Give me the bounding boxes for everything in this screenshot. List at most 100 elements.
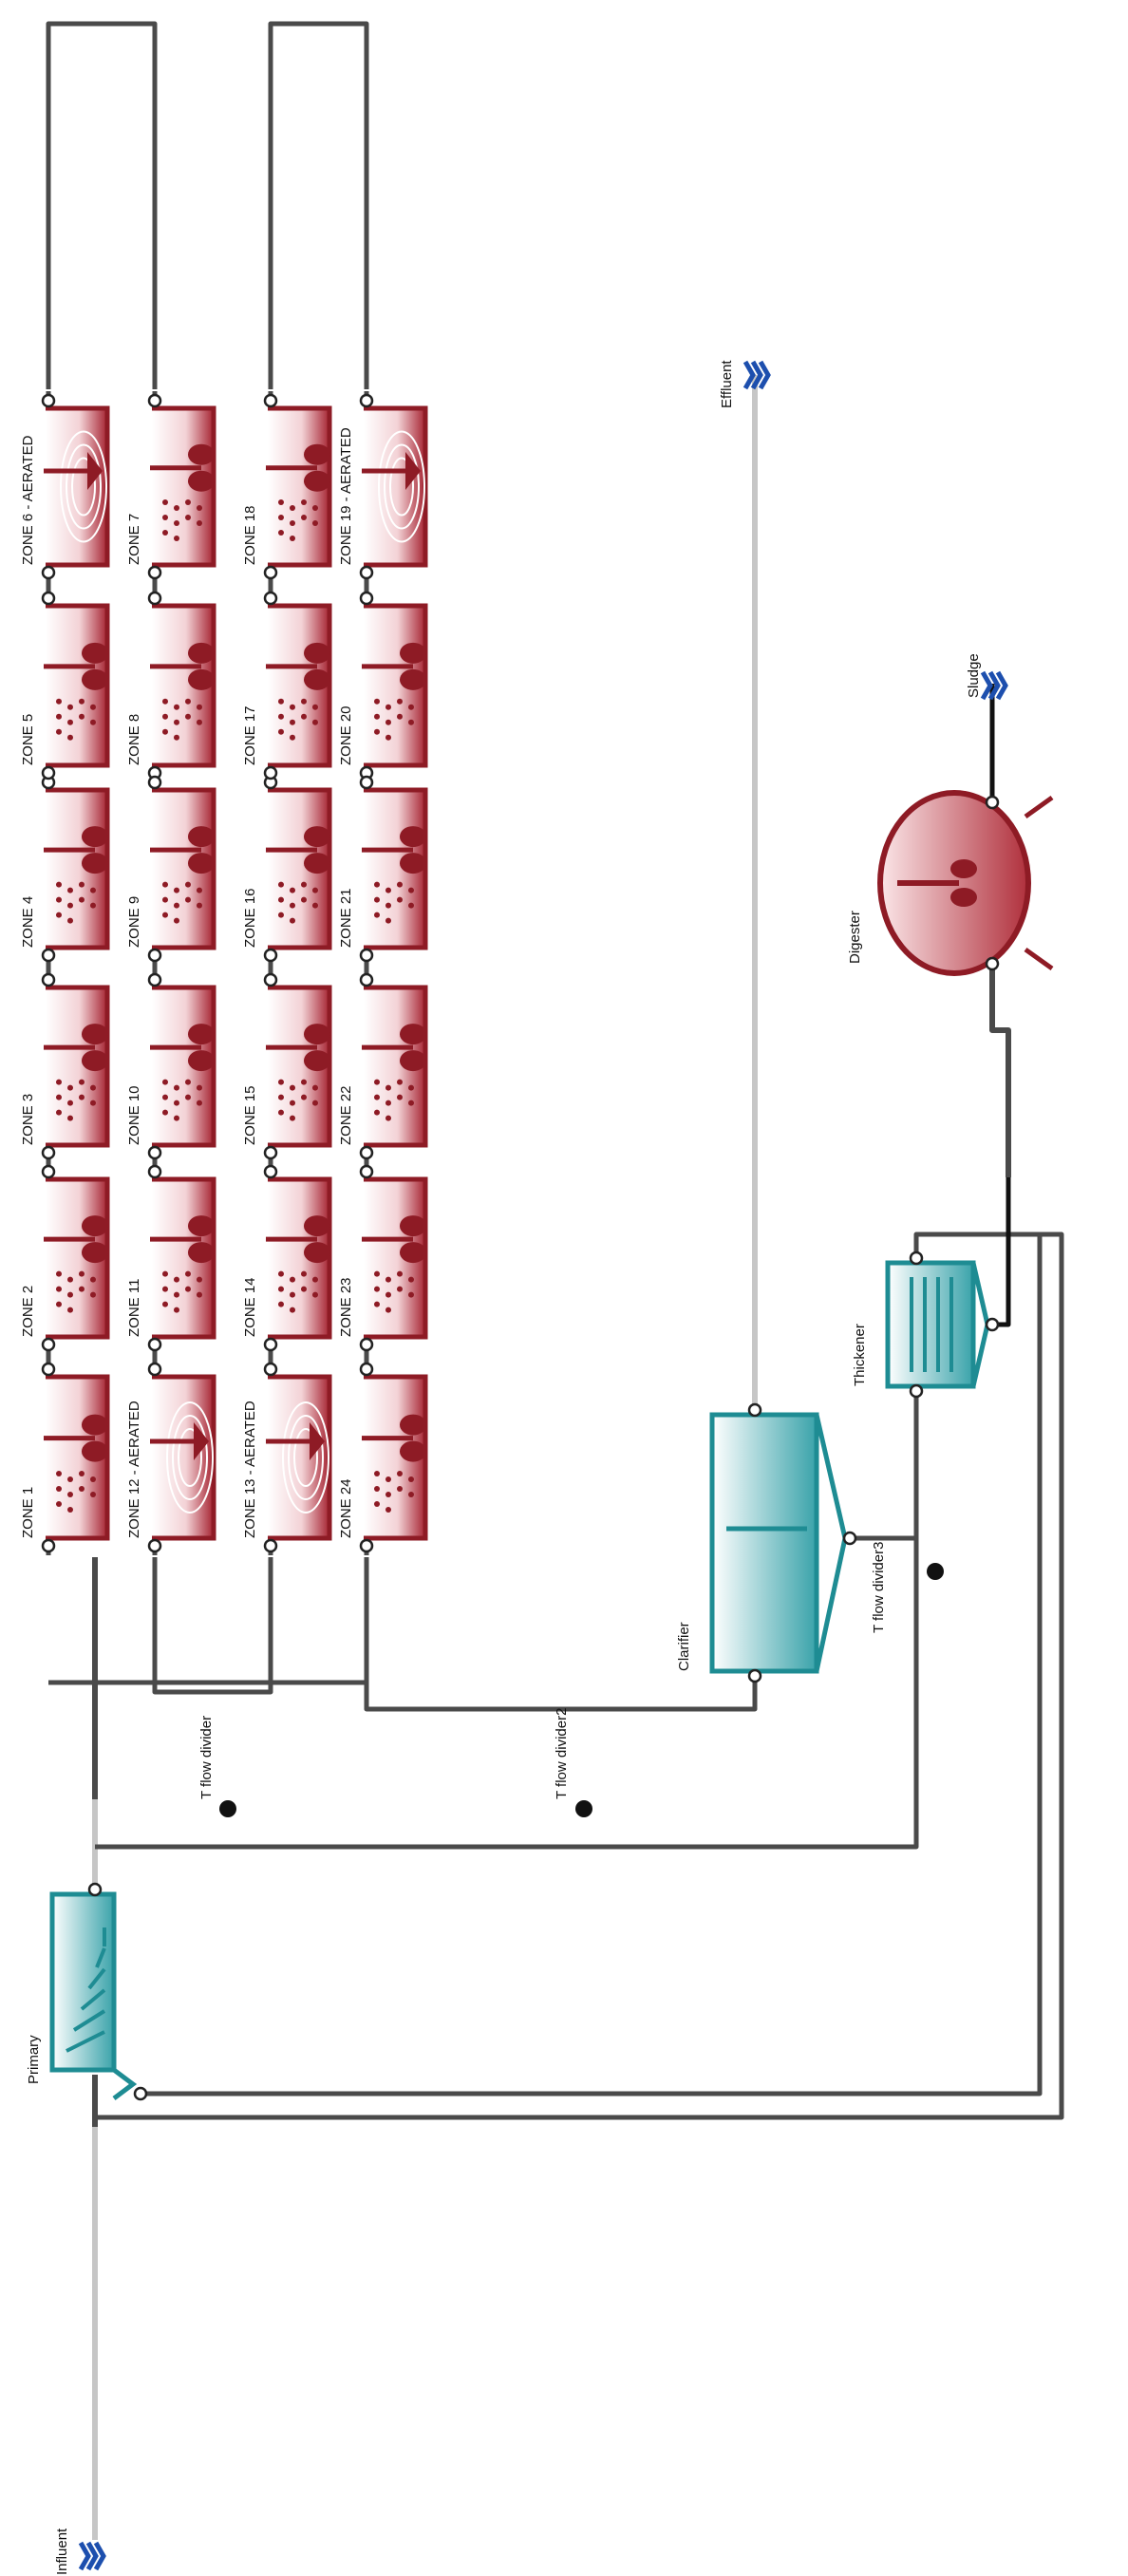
zone-tank[interactable] — [147, 393, 216, 580]
port-connector[interactable] — [359, 1337, 374, 1352]
port-connector[interactable] — [147, 972, 162, 987]
thickened-sludge-pipe[interactable] — [992, 1177, 1011, 1327]
port-connector[interactable] — [147, 775, 162, 790]
port-connector[interactable] — [263, 1538, 278, 1553]
port-connector[interactable] — [359, 591, 374, 606]
zone-tank[interactable] — [263, 393, 332, 580]
zone-tank[interactable] — [359, 1164, 428, 1352]
port-connector[interactable] — [133, 2086, 148, 2101]
thickener-overflow-pipe[interactable] — [913, 1232, 992, 1258]
zone-tank[interactable] — [147, 591, 216, 780]
port-connector[interactable] — [263, 1164, 278, 1179]
zone-tank[interactable] — [359, 591, 428, 780]
zone-tank[interactable] — [359, 1362, 428, 1553]
primary-clarifier-icon[interactable] — [49, 1882, 148, 2101]
port-connector[interactable] — [985, 795, 1000, 810]
port-connector[interactable] — [41, 393, 56, 408]
zone-tank[interactable] — [147, 972, 216, 1160]
port-connector[interactable] — [263, 948, 278, 963]
port-connector[interactable] — [359, 775, 374, 790]
influent-chevron-icon[interactable] — [78, 2541, 106, 2571]
port-connector[interactable] — [909, 1250, 924, 1266]
zone-tank[interactable] — [359, 972, 428, 1160]
port-connector[interactable] — [41, 972, 56, 987]
return-pipe[interactable] — [95, 1232, 1064, 2120]
effluent-chevron-icon[interactable] — [743, 360, 771, 390]
port-connector[interactable] — [359, 393, 374, 408]
zone-tank[interactable] — [147, 1164, 216, 1352]
port-connector[interactable] — [147, 948, 162, 963]
port-connector[interactable] — [747, 1668, 762, 1683]
port-connector[interactable] — [41, 765, 56, 780]
port-connector[interactable] — [359, 972, 374, 987]
port-connector[interactable] — [41, 1164, 56, 1179]
port-connector[interactable] — [147, 393, 162, 408]
sludge-chevron-icon[interactable] — [980, 670, 1008, 701]
port-connector[interactable] — [41, 1337, 56, 1352]
port-connector[interactable] — [359, 1145, 374, 1160]
port-connector[interactable] — [263, 1145, 278, 1160]
port-connector[interactable] — [87, 1882, 103, 1897]
zone-tank[interactable] — [147, 775, 216, 963]
digester-icon[interactable] — [877, 790, 1054, 976]
primary-sludge-pipe[interactable] — [142, 1234, 1043, 2097]
zone-tank[interactable] — [41, 972, 110, 1160]
port-connector[interactable] — [41, 1538, 56, 1553]
zone-tank[interactable] — [147, 1362, 216, 1553]
thickener-icon[interactable] — [885, 1250, 1000, 1399]
port-connector[interactable] — [842, 1531, 857, 1546]
port-connector[interactable] — [747, 1402, 762, 1418]
pump-icon[interactable] — [219, 1800, 236, 1817]
zone-tank[interactable] — [263, 1362, 332, 1553]
port-connector[interactable] — [147, 591, 162, 606]
port-connector[interactable] — [263, 393, 278, 408]
zone-tank[interactable] — [263, 1164, 332, 1352]
zone-tank[interactable] — [359, 393, 428, 580]
loop-pipe[interactable] — [268, 21, 369, 389]
port-connector[interactable] — [263, 1337, 278, 1352]
zone-tank[interactable] — [41, 591, 110, 780]
pump-icon[interactable] — [927, 1563, 944, 1580]
digester-feed-pipe[interactable] — [989, 959, 1011, 1177]
port-connector[interactable] — [985, 956, 1000, 971]
bubble — [90, 704, 96, 710]
port-connector[interactable] — [147, 1362, 162, 1377]
port-connector[interactable] — [41, 1145, 56, 1160]
port-connector[interactable] — [985, 1317, 1000, 1332]
zone-tank[interactable] — [359, 775, 428, 963]
zone-tank[interactable] — [41, 775, 110, 963]
port-connector[interactable] — [263, 565, 278, 580]
port-connector[interactable] — [359, 1538, 374, 1553]
zone-tank[interactable] — [41, 393, 110, 580]
port-connector[interactable] — [909, 1383, 924, 1399]
port-connector[interactable] — [359, 948, 374, 963]
was-return-pipe[interactable] — [95, 1391, 919, 1850]
port-connector[interactable] — [263, 1362, 278, 1377]
secondary-clarifier-icon[interactable] — [709, 1402, 857, 1683]
port-connector[interactable] — [147, 565, 162, 580]
port-connector[interactable] — [41, 1362, 56, 1377]
port-connector[interactable] — [41, 591, 56, 606]
zone-tank[interactable] — [41, 1362, 110, 1553]
port-connector[interactable] — [41, 948, 56, 963]
port-connector[interactable] — [41, 565, 56, 580]
zone-tank[interactable] — [41, 1164, 110, 1352]
port-connector[interactable] — [147, 1164, 162, 1179]
port-connector[interactable] — [263, 765, 278, 780]
port-connector[interactable] — [359, 1362, 374, 1377]
port-connector[interactable] — [147, 1145, 162, 1160]
port-connector[interactable] — [263, 591, 278, 606]
zone-tank[interactable] — [263, 775, 332, 963]
port-connector[interactable] — [359, 1164, 374, 1179]
pump-icon[interactable] — [575, 1800, 592, 1817]
port-connector[interactable] — [147, 1538, 162, 1553]
mixed-liquor-pipe[interactable] — [364, 1519, 758, 1712]
port-connector[interactable] — [147, 1337, 162, 1352]
transfer-pipe[interactable] — [152, 1557, 273, 1695]
port-connector[interactable] — [263, 972, 278, 987]
ras-pipe[interactable] — [850, 1391, 919, 1541]
loop-pipe[interactable] — [46, 21, 158, 389]
port-connector[interactable] — [359, 565, 374, 580]
zone-tank[interactable] — [263, 972, 332, 1160]
zone-tank[interactable] — [263, 591, 332, 780]
